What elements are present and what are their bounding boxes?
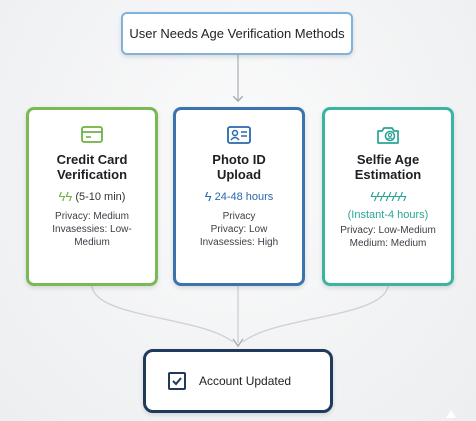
method-details: Privacy: Medium Invasessies: Low- Medium <box>52 211 132 248</box>
end-node: Account Updated <box>143 349 333 413</box>
method-card-selfie: Selfie Age Estimation ϟϟϟϟϟϟ (Instant-4 … <box>322 107 454 286</box>
start-node: User Needs Age Verification Methods <box>121 12 353 55</box>
credit-card-icon <box>81 126 103 143</box>
lightning-icon: ϟϟϟϟϟϟ <box>370 189 406 204</box>
camera-face-icon <box>377 127 399 144</box>
method-time: ϟϟϟϟϟϟ <box>325 190 451 204</box>
method-time: ϟϟ (5-10 min) <box>58 189 126 204</box>
method-card-credit-card: Credit Card Verification ϟϟ (5-10 min) P… <box>26 107 158 286</box>
start-label: User Needs Age Verification Methods <box>129 26 345 41</box>
lightning-icon: ϟϟ <box>58 189 73 204</box>
connector-right <box>242 285 389 343</box>
checkbox-icon <box>168 372 186 390</box>
corner-triangle-icon <box>446 410 456 418</box>
method-details: Privacy Privacy: Low Invasessies: High <box>199 211 279 248</box>
end-label: Account Updated <box>199 374 292 388</box>
connector-left <box>91 285 234 343</box>
method-time-range: (Instant-4 hours) <box>347 209 429 221</box>
arrow-head-bottom <box>232 338 244 348</box>
id-card-icon <box>227 126 251 144</box>
method-details: Privacy: Low-Medium Medium: Medium <box>340 225 436 249</box>
lightning-icon: ϟ <box>204 189 212 204</box>
method-title: Selfie Age Estimation <box>354 152 422 182</box>
method-title: Photo ID Upload <box>212 152 266 182</box>
method-title: Credit Card Verification <box>56 152 128 182</box>
method-card-photo-id: Photo ID Upload ϟ 24-48 hours Privacy Pr… <box>173 107 305 286</box>
method-time: ϟ 24-48 hours <box>204 189 274 204</box>
